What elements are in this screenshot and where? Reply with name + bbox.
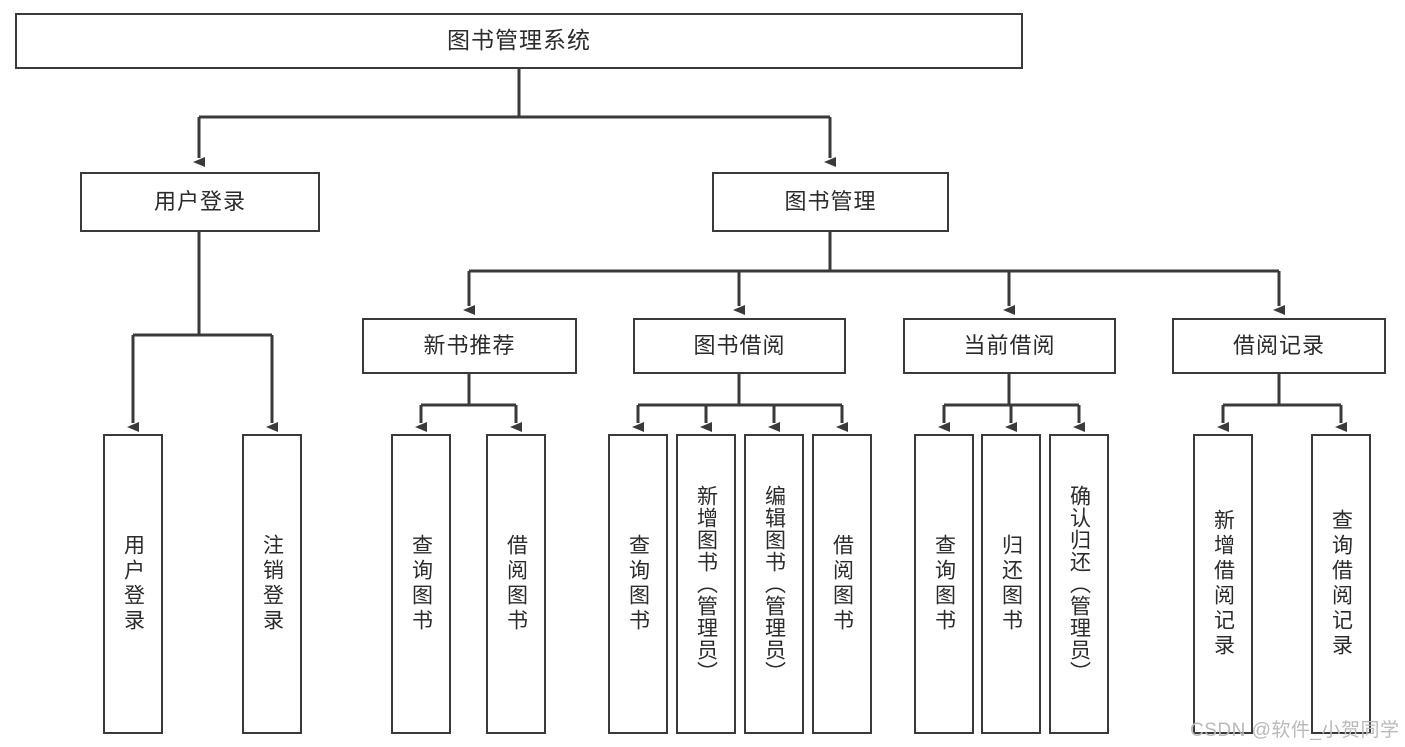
leaf-borrow-edit-book-admin[interactable]: 编辑图书（管理员） xyxy=(744,434,804,734)
node-label: 图书管理系统 xyxy=(447,27,591,54)
csdn-watermark: CSDN @软件_小贺同学 xyxy=(1190,720,1400,741)
leaf-current-return-book[interactable]: 归还图书 xyxy=(981,434,1041,734)
leaf-new-book-query-book[interactable]: 查询图书 xyxy=(391,434,451,734)
leaf-borrow-query-book[interactable]: 查询图书 xyxy=(608,434,668,734)
node-label: 新增借阅记录 xyxy=(1211,509,1235,659)
node-root-book-management-system[interactable]: 图书管理系统 xyxy=(15,13,1023,69)
leaf-user-login-logout[interactable]: 注销登录 xyxy=(242,434,302,734)
node-label: 新增图书（管理员） xyxy=(694,485,718,683)
node-current-borrow[interactable]: 当前借阅 xyxy=(903,318,1116,374)
node-book-borrow[interactable]: 图书借阅 xyxy=(633,318,846,374)
leaf-record-add-borrow-record[interactable]: 新增借阅记录 xyxy=(1193,434,1253,734)
node-label: 借阅图书 xyxy=(504,534,528,634)
node-label: 用户登录 xyxy=(153,188,246,214)
node-label: 查询图书 xyxy=(626,534,650,634)
node-label: 图书管理 xyxy=(784,188,877,214)
node-label: 借阅记录 xyxy=(1232,332,1325,358)
node-label: 查询图书 xyxy=(932,534,956,634)
node-label: 归还图书 xyxy=(999,534,1023,634)
leaf-current-confirm-return-admin[interactable]: 确认归还（管理员） xyxy=(1049,434,1109,734)
leaf-new-book-borrow-book[interactable]: 借阅图书 xyxy=(486,434,546,734)
node-label: 确认归还（管理员） xyxy=(1067,485,1091,683)
node-label: 注销登录 xyxy=(260,534,284,634)
node-borrow-record[interactable]: 借阅记录 xyxy=(1172,318,1386,374)
node-user-login[interactable]: 用户登录 xyxy=(80,172,320,232)
node-label: 查询借阅记录 xyxy=(1329,509,1353,659)
leaf-current-query-book[interactable]: 查询图书 xyxy=(914,434,974,734)
leaf-record-query-borrow-record[interactable]: 查询借阅记录 xyxy=(1311,434,1371,734)
node-label: 新书推荐 xyxy=(423,332,516,358)
leaf-borrow-add-book-admin[interactable]: 新增图书（管理员） xyxy=(676,434,736,734)
node-new-book-recommendation[interactable]: 新书推荐 xyxy=(362,318,577,374)
leaf-user-login-login[interactable]: 用户登录 xyxy=(103,434,163,734)
node-book-management[interactable]: 图书管理 xyxy=(712,172,949,232)
node-label: 编辑图书（管理员） xyxy=(762,485,786,683)
node-label: 当前借阅 xyxy=(963,332,1056,358)
leaf-borrow-borrow-book[interactable]: 借阅图书 xyxy=(812,434,872,734)
node-label: 图书借阅 xyxy=(693,332,786,358)
node-label: 查询图书 xyxy=(409,534,433,634)
node-label: 借阅图书 xyxy=(830,534,854,634)
node-label: 用户登录 xyxy=(121,534,145,634)
